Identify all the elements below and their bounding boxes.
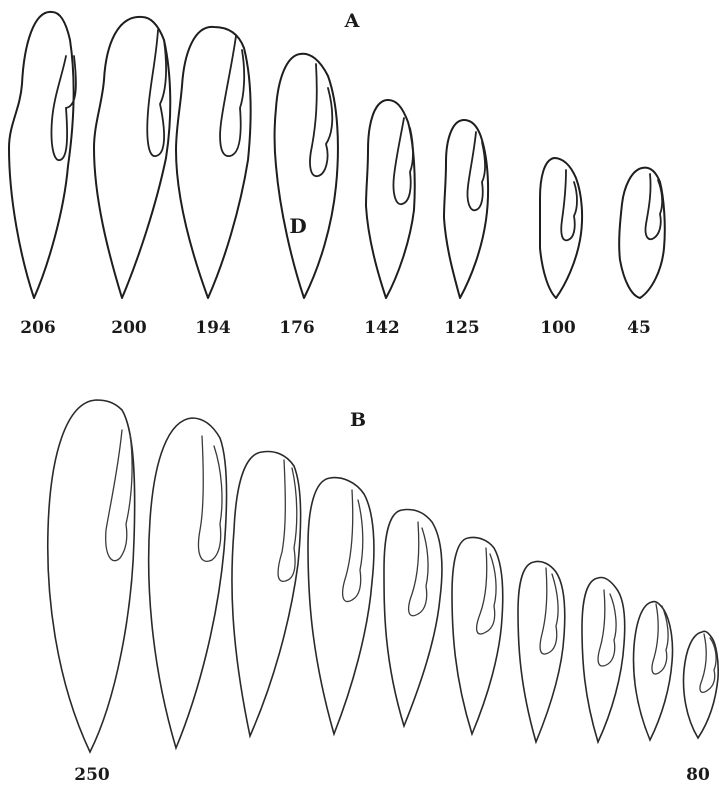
series-a-shape-194 (176, 27, 251, 298)
series-a-shape-45 (619, 168, 665, 298)
series-a-shape-142 (366, 100, 415, 298)
series-b-label-first: 250 (74, 765, 110, 785)
series-a-shape-200 (94, 17, 170, 298)
series-a-heading: A (344, 10, 360, 32)
series-b-shape-5 (384, 510, 442, 727)
series-b: B (48, 400, 718, 785)
series-b-shape-7 (518, 561, 565, 742)
series-a-label-8: 45 (627, 318, 651, 338)
series-a-label-4: 176 (279, 318, 315, 338)
series-a-shape-100 (540, 158, 582, 298)
series-b-shape-8 (582, 577, 625, 742)
series-b-shape-1 (48, 400, 135, 752)
series-b-shape-9 (634, 601, 673, 740)
series-b-label-last: 80 (686, 765, 710, 785)
series-b-shape-4 (308, 478, 374, 734)
series-a-label-7: 100 (540, 318, 576, 338)
series-a-label-5: 142 (364, 318, 400, 338)
series-b-heading: B (350, 409, 366, 431)
series-b-shape-6 (452, 537, 503, 734)
series-b-shape-2 (149, 418, 227, 748)
series-a-shape-125 (444, 120, 488, 298)
series-a-label-1: 206 (20, 318, 56, 338)
series-b-shape-3 (232, 452, 301, 736)
series-a-shape-206 (9, 12, 76, 298)
series-b-shape-10 (684, 631, 719, 738)
series-a: A (9, 10, 665, 338)
series-a-label-2: 200 (111, 318, 147, 338)
series-a-label-3: 194 (195, 318, 231, 338)
series-a-label-6: 125 (444, 318, 480, 338)
series-a-shape-176 (275, 54, 338, 298)
series-a-marker-d: D (289, 214, 306, 238)
